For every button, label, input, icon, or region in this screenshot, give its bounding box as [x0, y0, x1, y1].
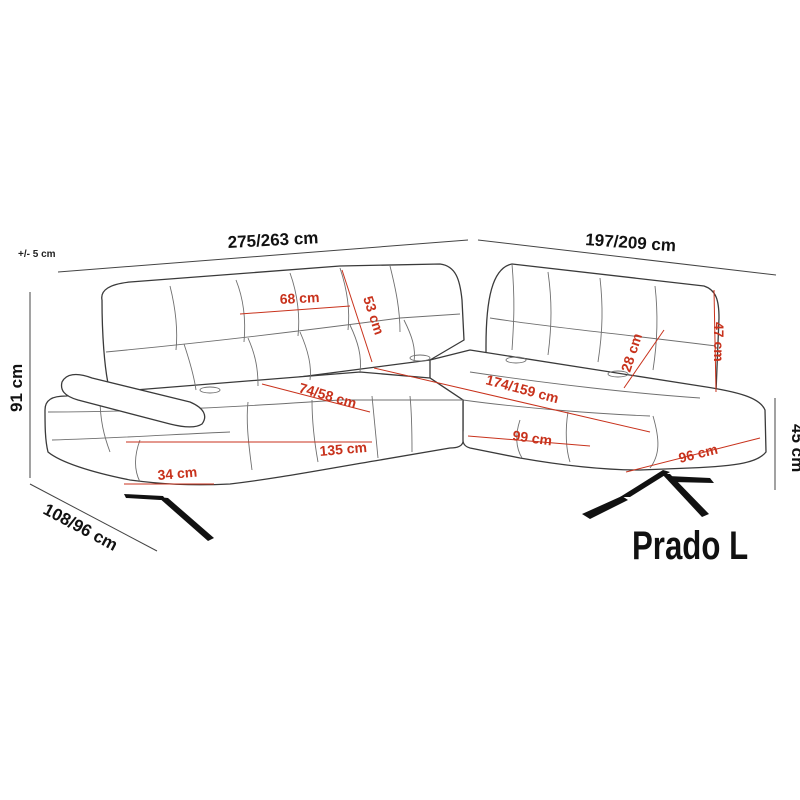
- sofa-legs: [124, 470, 714, 541]
- back-width-label: 68 cm: [279, 289, 319, 307]
- side-length-label: 197/209 cm: [585, 230, 677, 255]
- product-title: Prado L: [632, 524, 749, 568]
- outer-dimension-lines: [29, 239, 777, 552]
- chaise-backrest: [485, 263, 720, 393]
- seat-width-label: 135 cm: [319, 439, 368, 459]
- seat-height-label: 45 cm: [788, 424, 800, 472]
- red-dimension-lines: [124, 269, 761, 485]
- armrest-height-label: 34 cm: [157, 464, 198, 483]
- main-backrest: [101, 263, 465, 393]
- tolerance-note: +/- 5 cm: [18, 249, 56, 260]
- chaise-width-label: 99 cm: [512, 427, 554, 448]
- total-length-label: 275/263 cm: [227, 228, 319, 252]
- height-label: 91 cm: [7, 364, 26, 412]
- headrest-bolster: [60, 373, 206, 428]
- chaise-back-height-label: 47 cm: [711, 322, 727, 362]
- main-sofa-section: [44, 263, 629, 486]
- depth-label: 108/96 cm: [40, 500, 121, 555]
